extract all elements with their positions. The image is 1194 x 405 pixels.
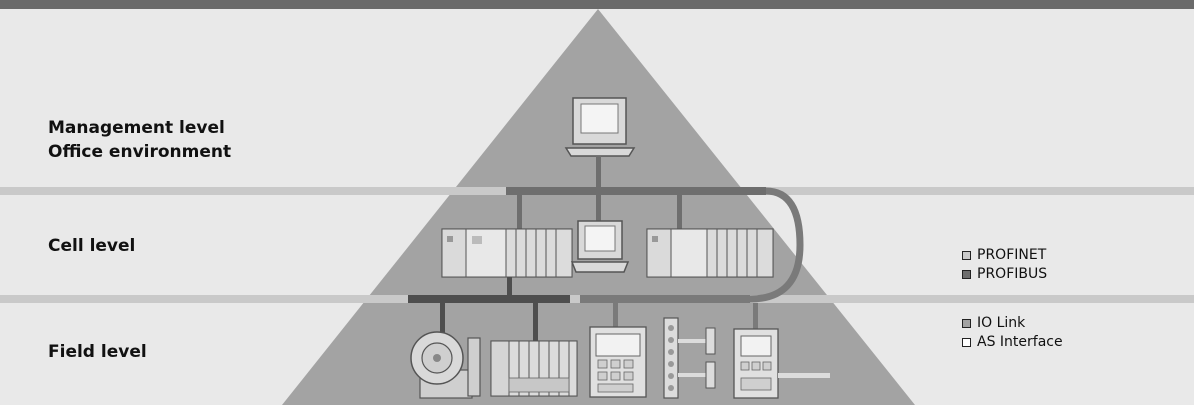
legend-item-profinet: PROFINET [962, 246, 1047, 265]
management-pc-icon [564, 97, 636, 157]
profibus-swatch [962, 270, 971, 279]
legend-item-as-interface: AS Interface [962, 333, 1063, 352]
field-bus-dark [408, 295, 570, 303]
management-level-label: Management level Office environment [48, 116, 231, 164]
device-legend: IO Link AS Interface [962, 314, 1063, 352]
legend-label-as-interface: AS Interface [977, 334, 1063, 350]
field-drop-io [533, 303, 538, 341]
ethernet-ring [749, 187, 804, 303]
legend-item-profibus: PROFIBUS [962, 265, 1047, 284]
cell-pc-icon [570, 220, 630, 273]
hmi-panel-icon [589, 326, 647, 398]
cell-drop-center [596, 195, 601, 221]
plc-rack-right-icon [646, 228, 774, 278]
management-level-title: Management level [48, 118, 225, 138]
top-bar [0, 0, 1194, 9]
cell-level-bus [506, 187, 766, 195]
legend-label-profibus: PROFIBUS [977, 266, 1048, 282]
field-drop-motor [440, 303, 445, 341]
cell-drop-left [517, 195, 522, 229]
io-link-master-icon [663, 317, 716, 399]
bus-legend: PROFINET PROFIBUS [962, 246, 1047, 284]
cell-level-label: Cell level [48, 236, 136, 256]
field-drop-hmi [613, 303, 618, 327]
profinet-swatch [962, 251, 971, 260]
left-rack-drop [507, 277, 512, 299]
cell-drop-right [677, 195, 682, 229]
field-bus-light [580, 295, 750, 303]
legend-item-io-link: IO Link [962, 314, 1063, 333]
as-interface-swatch [962, 338, 971, 347]
mgmt-drop-line [596, 156, 601, 189]
motor-icon [410, 331, 481, 399]
field-level-label: Field level [48, 342, 147, 362]
plc-rack-left-icon [441, 228, 573, 278]
field-drop-drive [753, 303, 758, 329]
office-environment-title: Office environment [48, 142, 232, 162]
legend-label-profinet: PROFINET [977, 247, 1047, 263]
legend-label-io-link: IO Link [977, 315, 1026, 331]
distributed-io-icon [490, 340, 578, 397]
io-link-swatch [962, 319, 971, 328]
drive-controller-icon [733, 328, 830, 399]
